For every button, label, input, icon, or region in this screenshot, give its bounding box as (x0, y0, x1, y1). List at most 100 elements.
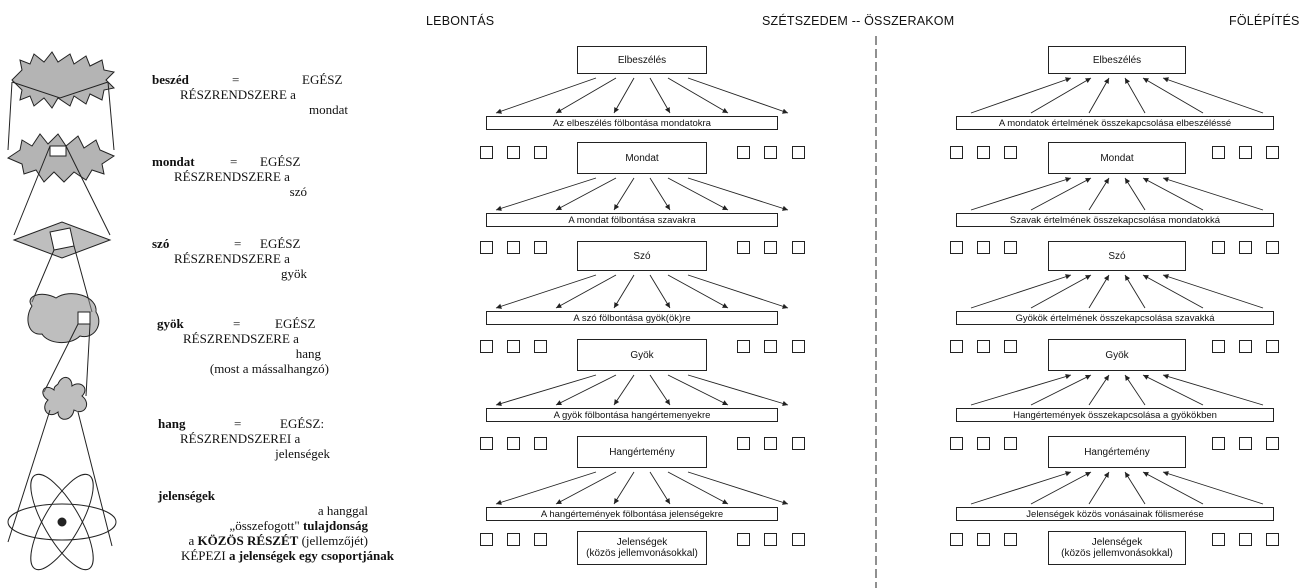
empty-square (1239, 340, 1252, 353)
empty-square (1239, 146, 1252, 159)
decomposition-arrow (495, 274, 597, 309)
decomposition-arrow (555, 177, 617, 211)
term-sentence: mondat (152, 154, 195, 169)
phenomena-characteristic: (jellemzőjét) (301, 533, 368, 548)
composition-arrow (1162, 373, 1264, 406)
whole-label: EGÉSZ (302, 72, 343, 87)
empty-square (507, 533, 520, 546)
subsystem-label: RÉSZRENDSZERE a (174, 169, 290, 184)
empty-square (507, 437, 520, 450)
phenomena-line-1: a hanggal (317, 503, 368, 518)
composition-arrow (1088, 177, 1110, 211)
empty-square (977, 241, 990, 254)
composition-arrow (970, 471, 1072, 505)
composition-arrow (1162, 471, 1264, 505)
empty-square (977, 146, 990, 159)
decomposition-arrow (495, 77, 597, 114)
phenomena-line-4: KÉPEZI a jelenségek egy csoportjának (158, 548, 394, 563)
empty-square (950, 146, 963, 159)
concept-box-5: Hangértemény (577, 436, 707, 468)
cone-5 (7, 409, 113, 547)
empty-square (764, 340, 777, 353)
root-blob (27, 293, 100, 343)
composition-arrow (1124, 177, 1146, 211)
part-label: gyök (281, 266, 307, 281)
decomposition-arrow (495, 471, 597, 505)
decomposition-arrow (613, 77, 635, 114)
header-felepites: FÖLÉPÍTÉS (1229, 14, 1300, 28)
composition-arrow (1124, 471, 1146, 505)
consonant-note: (most a mássalhangzó) (209, 361, 329, 376)
empty-square (1212, 241, 1225, 254)
composition-arrow (1142, 374, 1204, 406)
composition-arrow (1124, 274, 1146, 309)
speech-spiky-shape (11, 51, 116, 109)
empty-square (1266, 437, 1279, 450)
process-band-2: Szavak értelmének összekapcsolása mondat… (956, 213, 1274, 227)
empty-square (507, 241, 520, 254)
empty-square (737, 533, 750, 546)
empty-square (1004, 146, 1017, 159)
empty-square (792, 437, 805, 450)
process-band-1: A mondatok értelmének összekapcsolása el… (956, 116, 1274, 130)
process-band-5: Jelenségek közös vonásainak fölismerése (956, 507, 1274, 521)
part-label: szó (289, 184, 307, 199)
phenomena-line-3: a KÖZÖS RÉSZÉT (jellemzőjét) (158, 533, 394, 548)
level-root-text: gyök = EGÉSZ RÉSZRENDSZERE a hang (most … (157, 316, 329, 376)
empty-square (977, 340, 990, 353)
phenomena-atom (7, 473, 117, 571)
sentence-spiky-shape (6, 133, 116, 183)
concept-box-3: Szó (1048, 241, 1186, 271)
empty-square (480, 241, 493, 254)
empty-square (950, 340, 963, 353)
process-band-3: Gyökök értelmének összekapcsolása szavak… (956, 311, 1274, 325)
empty-square (480, 533, 493, 546)
phenomena-box-line-2: (közös jellemvonásokkal) (586, 548, 698, 559)
decomposition-arrow (667, 374, 729, 406)
composition-arrow (1162, 77, 1264, 114)
decomposition-arrow (687, 177, 789, 211)
term-word: szó (152, 236, 170, 251)
equals-sign: = (234, 416, 242, 431)
empty-square (1239, 241, 1252, 254)
composition-arrow (1030, 77, 1092, 114)
empty-square (534, 340, 547, 353)
term-root: gyök (157, 316, 184, 331)
phenomena-box-line-1: Jelenségek (616, 537, 668, 548)
empty-square (1239, 533, 1252, 546)
composition-arrow (1124, 77, 1146, 114)
decomposition-arrow (649, 77, 671, 114)
empty-square (1239, 437, 1252, 450)
empty-square (1004, 340, 1017, 353)
decomposition-arrow (667, 471, 729, 505)
empty-square (1004, 533, 1017, 546)
composition-arrow (1088, 471, 1110, 505)
empty-square (764, 146, 777, 159)
phenomena-common-part: KÖZÖS RÉSZÉT (197, 533, 299, 548)
empty-square (1212, 437, 1225, 450)
empty-square (480, 340, 493, 353)
process-band-3: A szó fölbontása gyök(ök)re (486, 311, 778, 325)
decomposition-arrow (555, 274, 617, 309)
empty-square (792, 241, 805, 254)
decomposition-arrow (495, 374, 597, 407)
empty-square (507, 340, 520, 353)
composition-arrow (1124, 374, 1146, 406)
decomposition-arrow (613, 177, 635, 211)
composition-arrow (1142, 274, 1204, 309)
subsystem-label: RÉSZRENDSZERE a (174, 251, 290, 266)
process-band-1: Az elbeszélés fölbontása mondatokra (486, 116, 778, 130)
empty-square (737, 241, 750, 254)
empty-square (534, 241, 547, 254)
composition-arrow (1088, 77, 1110, 114)
composition-arrow (970, 274, 1072, 309)
composition-arrow (1030, 177, 1092, 211)
empty-square (764, 241, 777, 254)
composition-arrow (1088, 274, 1110, 309)
composition-arrow (1088, 374, 1110, 406)
header-center: SZÉTSZEDEM -- ÖSSZERAKOM (762, 14, 955, 28)
decomposition-arrow (649, 471, 671, 505)
decomposition-arrow (555, 471, 617, 505)
concept-box-5: Hangértemény (1048, 436, 1186, 468)
empty-square (1266, 146, 1279, 159)
